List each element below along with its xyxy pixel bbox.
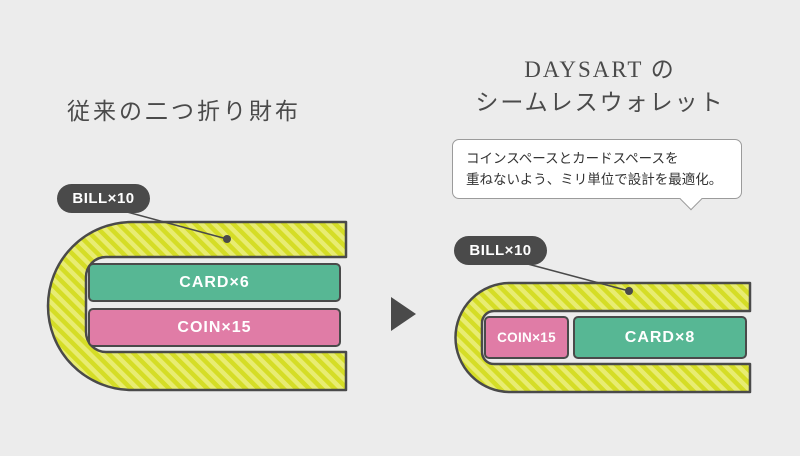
right-wallet-title-line2: シームレスウォレット bbox=[475, 90, 725, 115]
right-card-slot: CARD×8 bbox=[573, 316, 747, 359]
right-wallet-title: DAYSART の シームレスウォレット bbox=[440, 53, 760, 119]
speech-bubble-line2: 重ねないよう、ミリ単位で設計を最適化。 bbox=[466, 172, 723, 187]
arrow-right-icon bbox=[391, 297, 416, 331]
left-bill-badge: BILL×10 bbox=[57, 184, 150, 213]
right-callout-dot bbox=[625, 287, 633, 295]
right-wallet-title-line1: DAYSART の bbox=[524, 57, 676, 82]
speech-bubble-tail bbox=[679, 187, 703, 210]
left-wallet-bill-compartment bbox=[46, 220, 348, 392]
left-coin-slot: COIN×15 bbox=[88, 308, 341, 347]
left-wallet-title: 従来の二つ折り財布 bbox=[67, 99, 301, 124]
left-callout-line bbox=[126, 211, 228, 240]
right-coin-slot: COIN×15 bbox=[484, 316, 569, 359]
right-callout-line bbox=[523, 262, 630, 292]
left-callout-dot bbox=[223, 235, 231, 243]
left-card-slot: CARD×6 bbox=[88, 263, 341, 302]
speech-bubble-line1: コインスペースとカードスペースを bbox=[466, 151, 679, 166]
speech-bubble: コインスペースとカードスペースを 重ねないよう、ミリ単位で設計を最適化。 bbox=[452, 139, 742, 210]
right-bill-badge: BILL×10 bbox=[454, 236, 547, 265]
